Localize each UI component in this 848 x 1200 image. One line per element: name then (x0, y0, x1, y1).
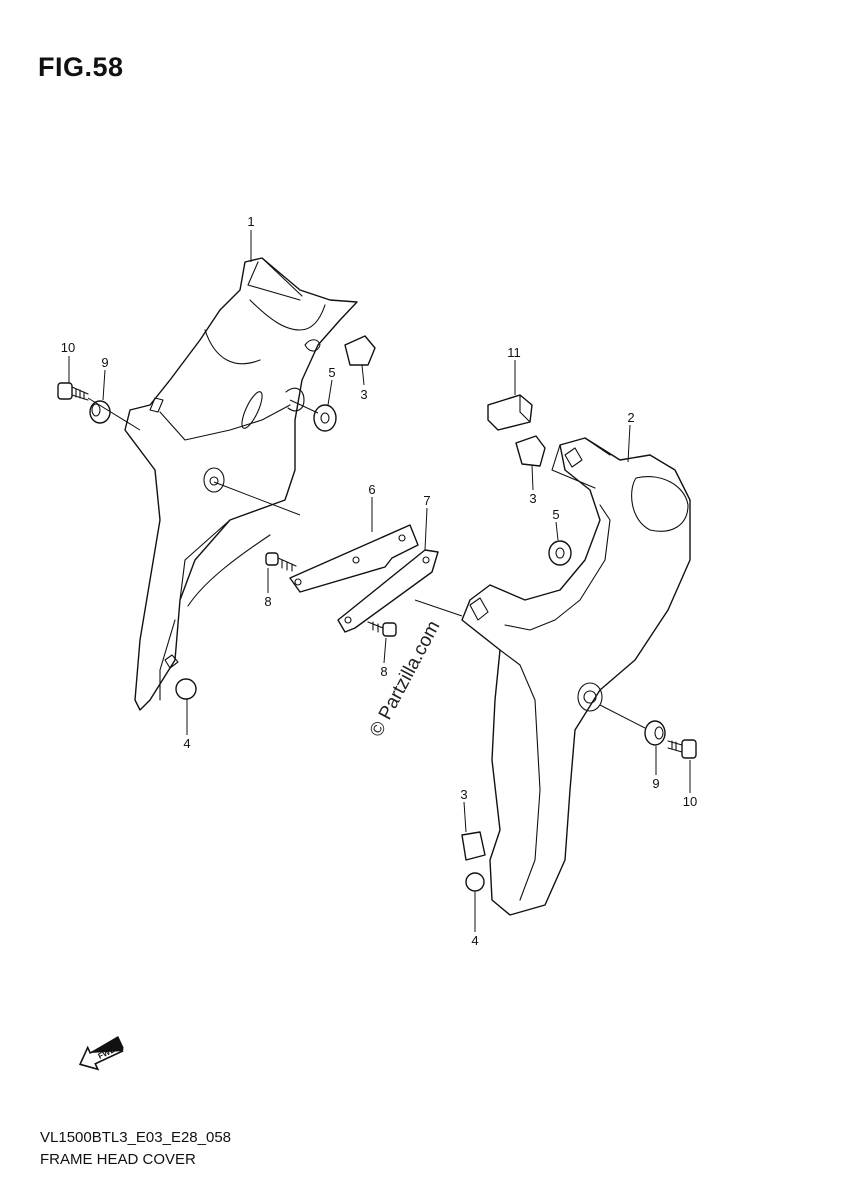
figure-title: FIG.58 (38, 52, 124, 82)
part-9-grommet-right (644, 720, 666, 746)
callout-3-right-lower: 3 (460, 787, 467, 802)
callout-7: 7 (423, 493, 430, 508)
part-10-bolt-left (57, 382, 89, 401)
callout-5-right: 5 (552, 507, 559, 522)
part-8-screw-left (265, 552, 297, 572)
part-11-block (487, 394, 533, 431)
part-4-cap-left (175, 678, 197, 700)
callout-6: 6 (368, 482, 375, 497)
callout-9-right: 9 (652, 776, 659, 791)
callout-10-left: 10 (61, 340, 75, 355)
part-3-cushion-right-lower (461, 831, 486, 861)
part-2-right-frame-head-cover (461, 437, 691, 916)
part-3-cushion-left (344, 335, 376, 366)
part-1-left-frame-head-cover (124, 257, 358, 711)
part-4-cap-right (465, 872, 485, 892)
part-3-cushion-right-upper (515, 435, 546, 467)
callout-11: 11 (507, 345, 521, 360)
part-6-bracket (289, 524, 419, 593)
callout-10-right: 10 (683, 794, 697, 809)
part-10-bolt-right (667, 739, 697, 759)
part-9-grommet-left (89, 400, 111, 424)
callout-3-left: 3 (360, 387, 367, 402)
callout-2: 2 (627, 410, 634, 425)
leader-lines (68, 230, 691, 932)
callout-4-right: 4 (471, 933, 478, 948)
footer-model-code: VL1500BTL3_E03_E28_058 (40, 1129, 232, 1146)
callout-numbers: 1 2 10 9 5 3 4 6 7 8 8 11 3 5 9 10 3 4 (61, 214, 697, 948)
part-5-grommet-right (548, 540, 572, 566)
callout-4-left: 4 (183, 736, 190, 751)
callout-8-left: 8 (264, 594, 271, 609)
footer-section-name: FRAME HEAD COVER (40, 1151, 196, 1168)
callout-3-right-upper: 3 (529, 491, 536, 506)
callout-9-left: 9 (101, 355, 108, 370)
callout-5-left: 5 (328, 365, 335, 380)
callout-8-center: 8 (380, 664, 387, 679)
forward-arrow-icon: FWD (78, 1035, 124, 1071)
part-5-grommet-left (313, 404, 337, 432)
callout-1: 1 (247, 214, 254, 229)
watermark: © Partzilla.com (366, 617, 445, 740)
part-8-screw-center (367, 621, 397, 637)
